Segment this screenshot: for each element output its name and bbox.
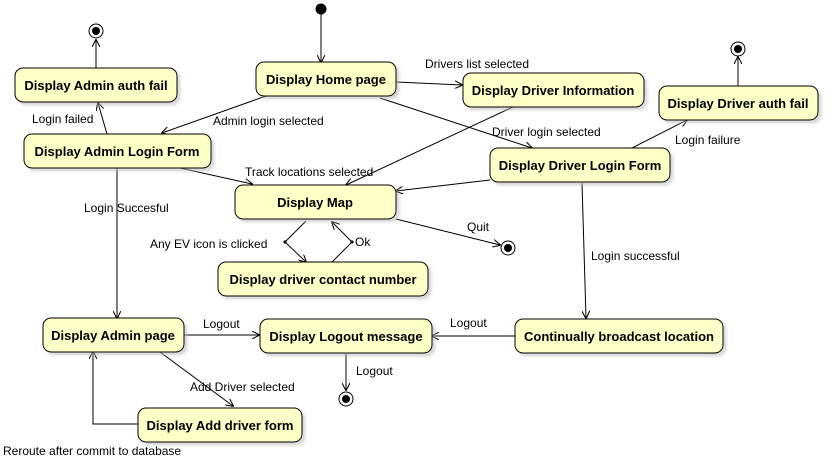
- label-admin-login-selected: Admin login selected: [213, 114, 324, 128]
- label-login-successful: Login successful: [591, 249, 680, 263]
- state-driver-auth-fail: Display Driver auth fail: [658, 85, 819, 121]
- state-map: Display Map: [234, 184, 397, 220]
- edge-contact-to-map-point: [350, 240, 354, 244]
- final-node-quit: [500, 240, 516, 256]
- edge-admin-login-to-auth-fail: [98, 103, 108, 135]
- state-admin-auth-fail: Display Admin auth fail: [14, 67, 178, 103]
- edge-admin-page-to-add-driver: [159, 351, 233, 406]
- state-home-page: Display Home page: [255, 61, 397, 97]
- edge-home-to-driver-login: [379, 97, 532, 148]
- state-driver-login-form: Display Driver Login Form: [489, 147, 671, 183]
- final-node-driver-auth: [730, 41, 746, 57]
- state-admin-login-form-label: Display Admin Login Form: [35, 144, 200, 159]
- state-broadcast-location-label: Continually broadcast location: [524, 329, 714, 344]
- label-login-failure: Login failure: [675, 133, 741, 147]
- edge-driver-login-to-broadcast: [581, 182, 586, 318]
- edge-driver-login-to-auth-fail: [631, 120, 687, 149]
- state-add-driver-form-label: Display Add driver form: [147, 418, 294, 433]
- state-driver-contact-number: Display driver contact number: [217, 261, 429, 297]
- state-add-driver-form: Display Add driver form: [137, 407, 303, 443]
- state-broadcast-location: Continually broadcast location: [514, 318, 724, 354]
- label-any-ev-icon-clicked: Any EV icon is clicked: [150, 237, 267, 251]
- label-drivers-list-selected: Drivers list selected: [425, 57, 529, 71]
- edge-home-to-driver-info: [395, 82, 462, 85]
- state-admin-page: Display Admin page: [42, 317, 185, 353]
- edge-admin-login-to-map: [179, 167, 252, 184]
- state-admin-login-form: Display Admin Login Form: [23, 133, 212, 169]
- label-logout-admin: Logout: [203, 317, 240, 331]
- edge-contact-to-map: [332, 222, 353, 263]
- edge-home-to-admin-login: [162, 95, 267, 133]
- state-map-label: Display Map: [277, 195, 353, 210]
- label-login-failed: Login failed: [32, 112, 93, 126]
- edge-map-to-contact-point: [283, 240, 287, 244]
- state-driver-information-label: Display Driver Information: [472, 83, 635, 98]
- state-driver-login-form-label: Display Driver Login Form: [499, 158, 662, 173]
- state-logout-message: Display Logout message: [259, 318, 433, 354]
- label-driver-login-selected: Driver login selected: [492, 125, 601, 139]
- state-driver-information: Display Driver Information: [462, 72, 645, 108]
- label-track-locations-selected: Track locations selected: [245, 165, 373, 179]
- edge-map-to-contact: [284, 220, 306, 262]
- edge-add-driver-to-admin-page: [93, 352, 138, 425]
- label-logout-driver: Logout: [450, 316, 487, 330]
- state-logout-message-label: Display Logout message: [269, 329, 422, 344]
- initial-node: [315, 3, 327, 15]
- label-add-driver-selected: Add Driver selected: [190, 380, 295, 394]
- state-admin-auth-fail-label: Display Admin auth fail: [24, 78, 167, 93]
- final-node-logout: [338, 391, 354, 407]
- label-quit: Quit: [467, 220, 490, 234]
- state-home-page-label: Display Home page: [266, 72, 386, 87]
- label-logout-final: Logout: [356, 364, 393, 378]
- state-driver-auth-fail-label: Display Driver auth fail: [668, 96, 809, 111]
- state-admin-page-label: Display Admin page: [51, 328, 175, 343]
- final-node-admin-auth: [88, 23, 104, 39]
- edge-driver-info-to-map: [346, 105, 516, 185]
- edge-driver-login-to-map: [396, 179, 491, 191]
- label-reroute: Reroute after commit to database: [3, 444, 181, 458]
- edge-map-to-quit: [395, 218, 500, 245]
- label-login-succesful: Login Succesful: [84, 201, 169, 215]
- state-driver-contact-number-label: Display driver contact number: [229, 272, 416, 287]
- label-ok: Ok: [355, 235, 371, 249]
